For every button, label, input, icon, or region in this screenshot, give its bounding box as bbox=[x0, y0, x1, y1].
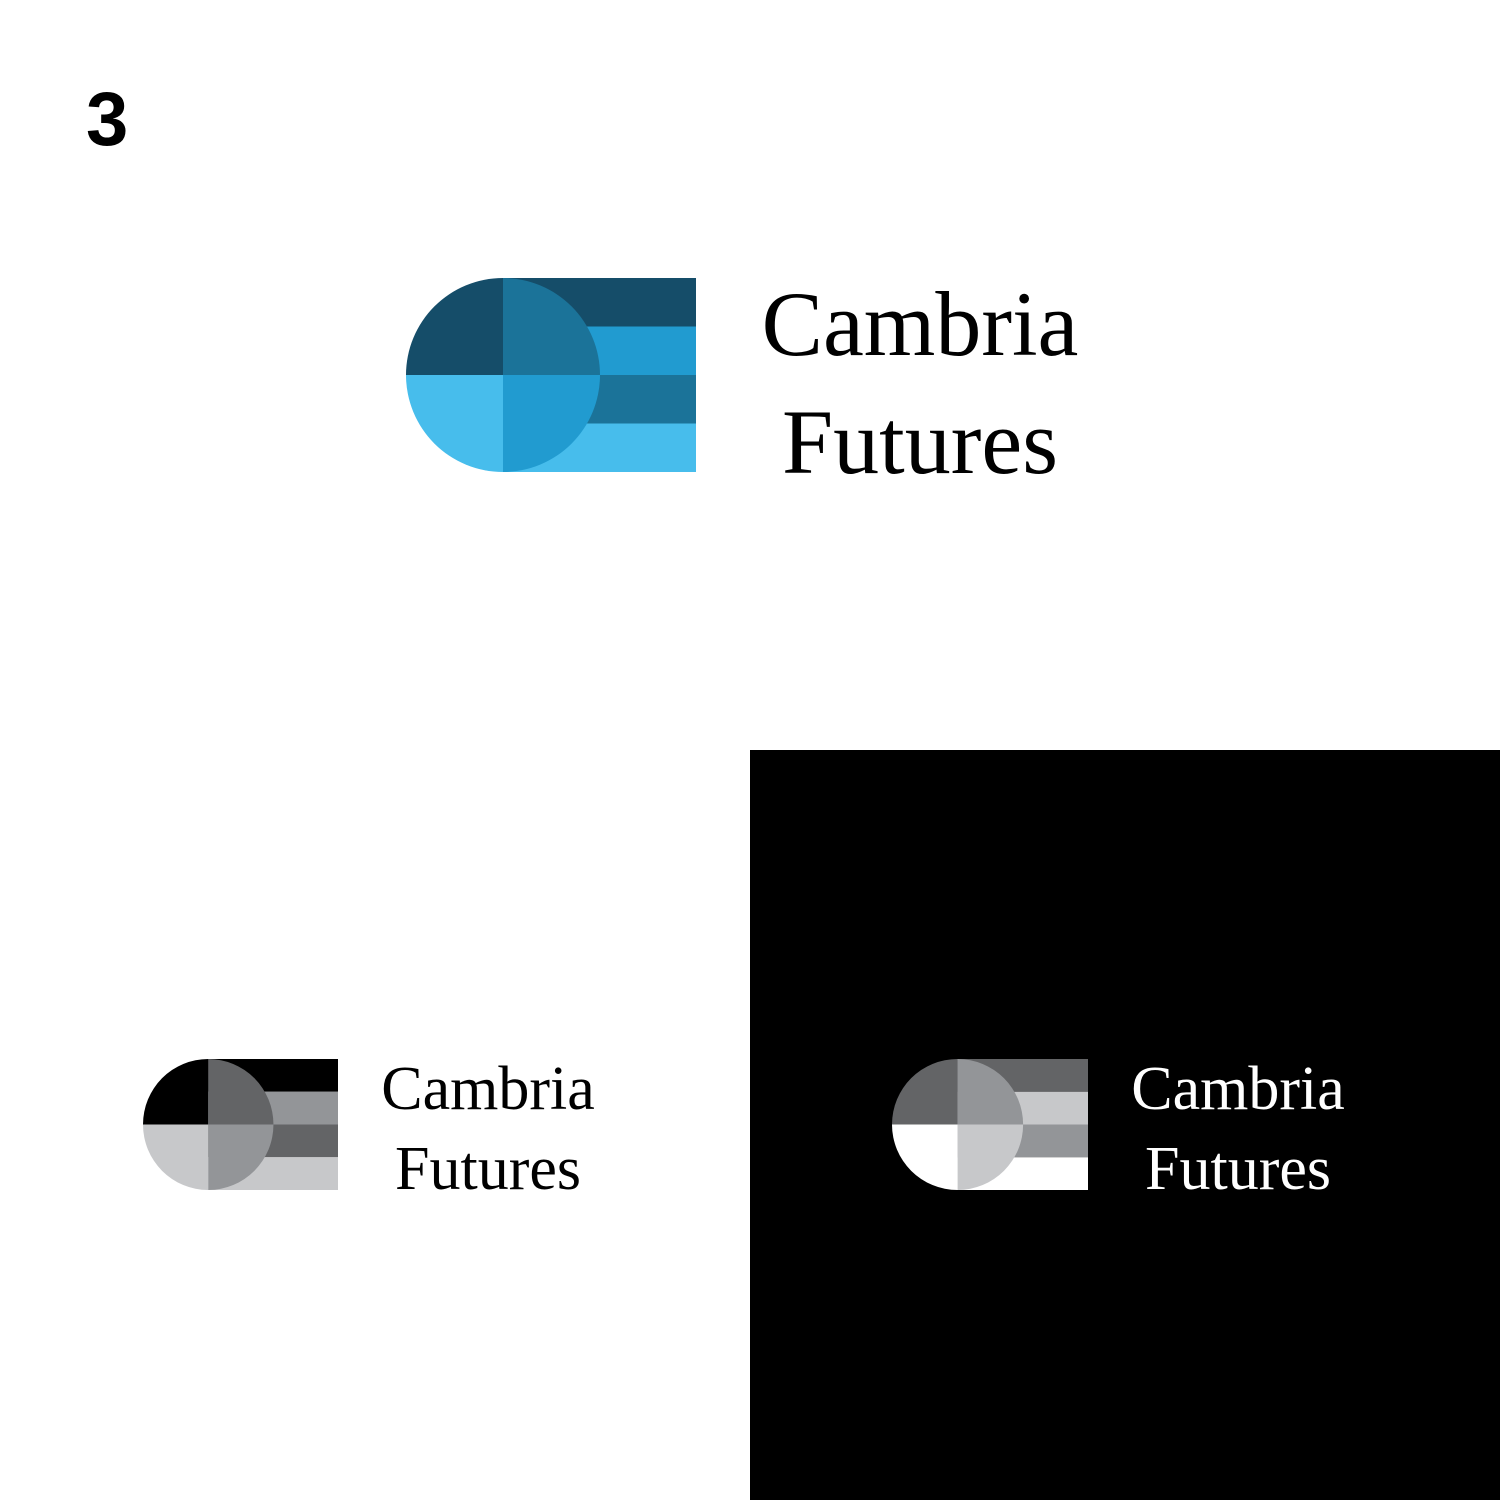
logo-grayscale-light bbox=[143, 1059, 338, 1190]
wordmark-line-2: Futures bbox=[395, 1135, 581, 1203]
logo-mark-icon bbox=[406, 278, 696, 472]
wordmark-grayscale-dark: Cambria Futures bbox=[1110, 1058, 1366, 1200]
wordmark-line-1: Cambria bbox=[1131, 1055, 1345, 1123]
wordmark-line-2: Futures bbox=[1145, 1135, 1331, 1203]
logo-grayscale-dark bbox=[892, 1059, 1088, 1190]
dark-background-panel bbox=[750, 750, 1500, 1500]
logo-mark-icon bbox=[143, 1059, 338, 1190]
wordmark-grayscale-light: Cambria Futures bbox=[360, 1058, 616, 1200]
wordmark-color: Cambria Futures bbox=[735, 278, 1105, 488]
logo-color bbox=[406, 278, 696, 472]
wordmark-line-2: Futures bbox=[782, 391, 1058, 493]
page-number: 3 bbox=[86, 77, 129, 162]
wordmark-line-1: Cambria bbox=[761, 273, 1079, 375]
wordmark-line-1: Cambria bbox=[381, 1055, 595, 1123]
logo-mark-icon bbox=[892, 1059, 1088, 1190]
